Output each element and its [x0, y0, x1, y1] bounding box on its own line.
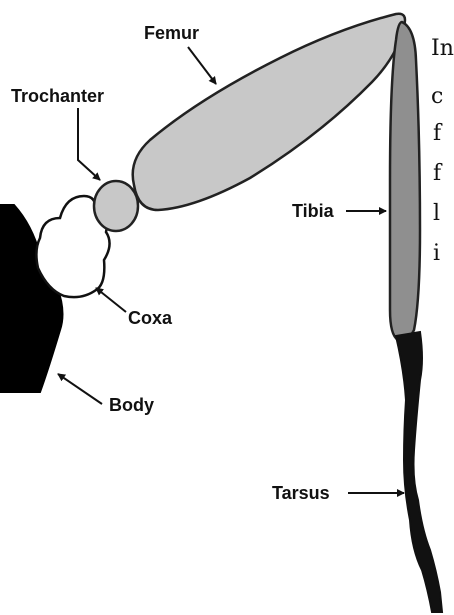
- coxa-label: Coxa: [128, 309, 172, 327]
- coxa-arrow: [96, 288, 126, 312]
- side-text-line-4: f: [433, 157, 441, 190]
- side-text-line-1: In: [431, 32, 454, 65]
- side-text-line-5: l: [433, 197, 440, 230]
- side-text-line-6: i: [433, 237, 440, 270]
- body-arrow: [58, 374, 102, 404]
- femur-label: Femur: [144, 24, 199, 42]
- femur-arrow: [188, 47, 216, 84]
- femur-shape: [133, 14, 405, 210]
- tarsus-shape: [396, 332, 442, 612]
- body-label: Body: [109, 396, 154, 414]
- trochanter-label: Trochanter: [11, 87, 104, 105]
- tarsus-label: Tarsus: [272, 484, 330, 502]
- side-text-line-3: f: [433, 117, 441, 150]
- trochanter-arrow: [78, 108, 100, 180]
- side-text-line-2: c: [431, 80, 443, 113]
- tibia-shape: [390, 22, 420, 340]
- tibia-label: Tibia: [292, 202, 334, 220]
- trochanter-shape: [94, 181, 138, 231]
